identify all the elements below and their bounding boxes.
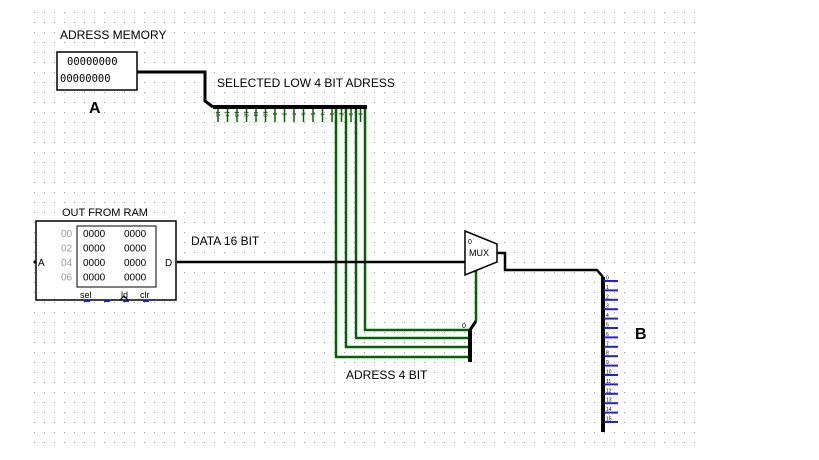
splitter-top-pin-label: 5 <box>309 113 315 116</box>
address-memory[interactable]: ADRESS MEMORY 00000000 00000000 A <box>56 28 166 117</box>
address-bit-wires <box>334 107 478 359</box>
address-memory-row2: 00000000 <box>60 73 111 85</box>
splitter-top-pin-label: 10 <box>262 111 268 117</box>
address-memory-row1: 00000000 <box>67 56 118 68</box>
output-bit-label: 4 <box>606 313 609 319</box>
address-bit-wire[interactable] <box>344 107 470 349</box>
ram-cell: 0000 <box>83 244 106 255</box>
output-bit-label: 2 <box>606 294 609 300</box>
splitter-top-pin-label: 13 <box>233 111 239 117</box>
bus-wires <box>137 70 605 432</box>
wire-memory-to-splitter[interactable] <box>137 70 214 109</box>
wire-mux-to-output[interactable] <box>497 251 604 278</box>
splitter-top-pin-label: 9 <box>271 113 277 116</box>
splitter-bottom-label: 0 <box>462 323 466 330</box>
address-memory-title: ADRESS MEMORY <box>60 28 166 42</box>
ram-cell: 0000 <box>83 229 106 240</box>
out-from-ram-label: OUT FROM RAM <box>62 207 148 219</box>
output-bit-label: 1 <box>606 285 609 291</box>
output-tag: B <box>635 326 647 343</box>
splitter-top-pin-label: 8 <box>281 113 287 116</box>
ram-cell: 0000 <box>124 258 147 269</box>
address-memory-box[interactable] <box>56 51 138 91</box>
address-bit-wire[interactable] <box>354 107 470 340</box>
address-bit-wire[interactable] <box>363 107 470 332</box>
ram-cell: 0000 <box>124 273 147 284</box>
output-bit-label: 5 <box>606 323 609 329</box>
splitter-bottom-diag[interactable] <box>468 320 478 331</box>
ram-pin-clr: clr <box>140 290 150 300</box>
ram-cell: 0000 <box>124 229 147 240</box>
output-bit-label: 0 <box>606 276 609 282</box>
ram-cell: 0000 <box>124 244 147 255</box>
splitter-top-pin-label: 14 <box>224 111 230 117</box>
splitter-top-pin-label: 0 <box>357 113 363 116</box>
ram-clock-marker <box>119 295 129 301</box>
output-bit-label: 15 <box>606 417 612 423</box>
address-memory-tag: A <box>89 100 101 117</box>
ram-address: 00 <box>61 229 73 240</box>
output-bit-label: 3 <box>606 304 609 310</box>
splitter-top-pin-label: 3 <box>328 113 334 116</box>
mux-body[interactable] <box>464 229 498 277</box>
mux-label: MUX <box>469 248 489 258</box>
output-bit-label: 7 <box>606 341 609 347</box>
splitter-top-pin-label: 12 <box>243 111 249 117</box>
ram-content-box <box>76 225 157 288</box>
ram-port-d: D <box>165 258 172 269</box>
splitter-top-pin-label: 4 <box>319 113 325 116</box>
output-bit-label: 11 <box>606 379 611 385</box>
output-bit-label: 9 <box>606 360 609 366</box>
output-bit-label: 13 <box>606 398 612 404</box>
splitter-top-pin-label: 15 <box>214 111 220 117</box>
splitter-top-pin-label: 2 <box>338 113 344 116</box>
ram-cell: 0000 <box>83 258 106 269</box>
ram-pin-ld: ld <box>121 290 128 300</box>
ram-address: 06 <box>61 273 73 284</box>
ram-cell: 0000 <box>83 273 106 284</box>
output-bit-label: 8 <box>606 351 609 357</box>
mux-input0-label: 0 <box>468 239 472 246</box>
ram-port-a-dot <box>33 260 37 264</box>
output-bit-label: 6 <box>606 332 609 338</box>
mux-component[interactable]: MUX 0 <box>464 229 498 277</box>
address-bit-wire[interactable] <box>334 107 470 359</box>
ram-address: 02 <box>61 244 73 255</box>
splitter-top-pin-label: 1 <box>347 113 353 116</box>
splitter-top-pin-label: 7 <box>290 113 296 116</box>
ram-port-a: A <box>38 258 45 269</box>
output-bit-label: 10 <box>606 370 612 376</box>
output-bit-label: 12 <box>606 388 612 394</box>
data-16-bit-label: DATA 16 BIT <box>191 234 260 248</box>
address-4-bit-label: ADRESS 4 BIT <box>346 368 428 382</box>
splitter-top-pin-label: 6 <box>300 113 306 116</box>
ram-address: 04 <box>61 258 73 269</box>
selected-low-label: SELECTED LOW 4 BIT ADRESS <box>217 76 395 90</box>
splitter-top-pin-label: 11 <box>252 111 258 116</box>
ram-pin-sel: sel <box>80 290 92 300</box>
output-bit-label: 14 <box>606 407 612 413</box>
